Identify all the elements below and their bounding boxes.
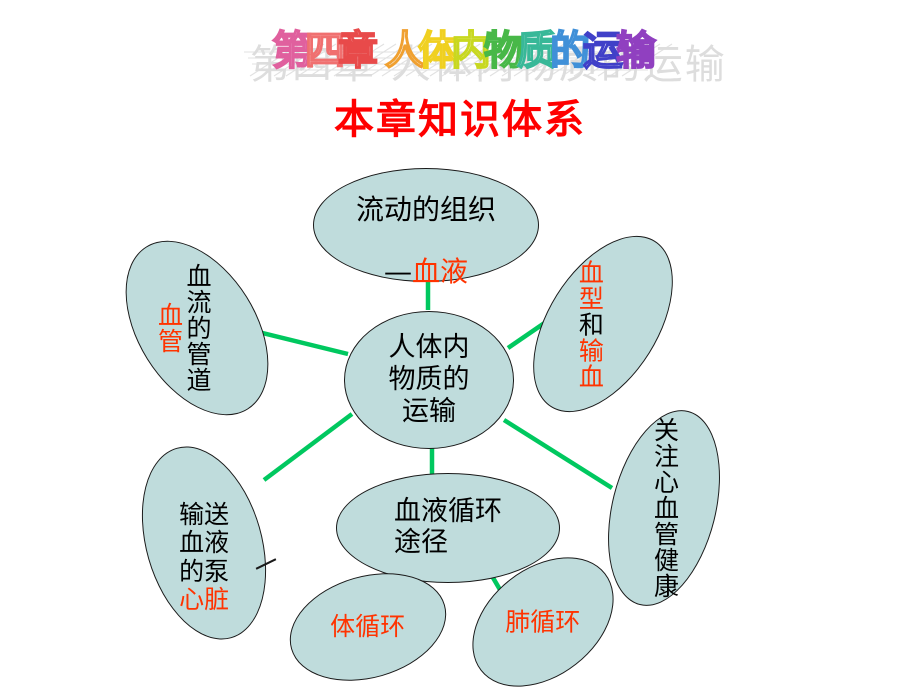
node-center-topic[interactable]: 人体内 物质的 运输: [344, 311, 514, 449]
svg-text:物: 物: [484, 27, 524, 74]
node-vessel-keyword: 血管: [154, 302, 184, 354]
node-blood-keyword: 血液: [411, 255, 468, 289]
node-heart-health-label: 关注心血管健康: [650, 417, 680, 599]
node-blood[interactable]: 流动的组织 —血液: [313, 168, 539, 288]
node-pump-keyword: 心脏: [178, 584, 230, 614]
page-title: 本章知识体系: [334, 96, 586, 143]
node-center-label: 人体内 物质的 运输: [388, 332, 470, 427]
node-blood-line1: 流动的组织: [355, 192, 496, 226]
connector-center-vessel: [249, 327, 349, 357]
node-blood-dash: —: [383, 255, 412, 289]
svg-text:四: 四: [305, 27, 345, 74]
connector-center-pump: [262, 412, 354, 482]
svg-text:输: 输: [616, 27, 657, 74]
wordart-title: 第四章 人体内物质的运输 第四章人体内物质的运输: [0, 4, 920, 84]
svg-text:第四章 人体内物质的运输: 第四章 人体内物质的运输: [250, 42, 727, 84]
svg-text:运: 运: [583, 27, 623, 74]
node-pulmonary-label: 肺循环: [505, 606, 581, 636]
node-systemic-label: 体循环: [330, 611, 406, 641]
svg-text:的: 的: [550, 27, 590, 74]
svg-text:章: 章: [338, 27, 378, 74]
svg-text:体: 体: [418, 27, 458, 74]
node-circulation-label: 血液循环 途径: [394, 496, 502, 558]
node-bloodtype-part1: 血型: [575, 259, 604, 311]
node-blood-circulation[interactable]: 血液循环 途径: [336, 473, 560, 583]
node-bloodtype-part3: 输血: [575, 337, 604, 389]
connector-center-hearthealth: [502, 418, 614, 490]
node-vessel-desc: 血流的管道: [183, 263, 213, 393]
node-bloodtype-part2: 和: [575, 311, 604, 337]
svg-text:内: 内: [451, 27, 491, 74]
svg-text:人: 人: [385, 27, 425, 74]
svg-text:第: 第: [272, 27, 312, 74]
node-pump-desc: 输送 血液 的泵: [178, 499, 230, 586]
svg-text:质: 质: [517, 27, 557, 74]
